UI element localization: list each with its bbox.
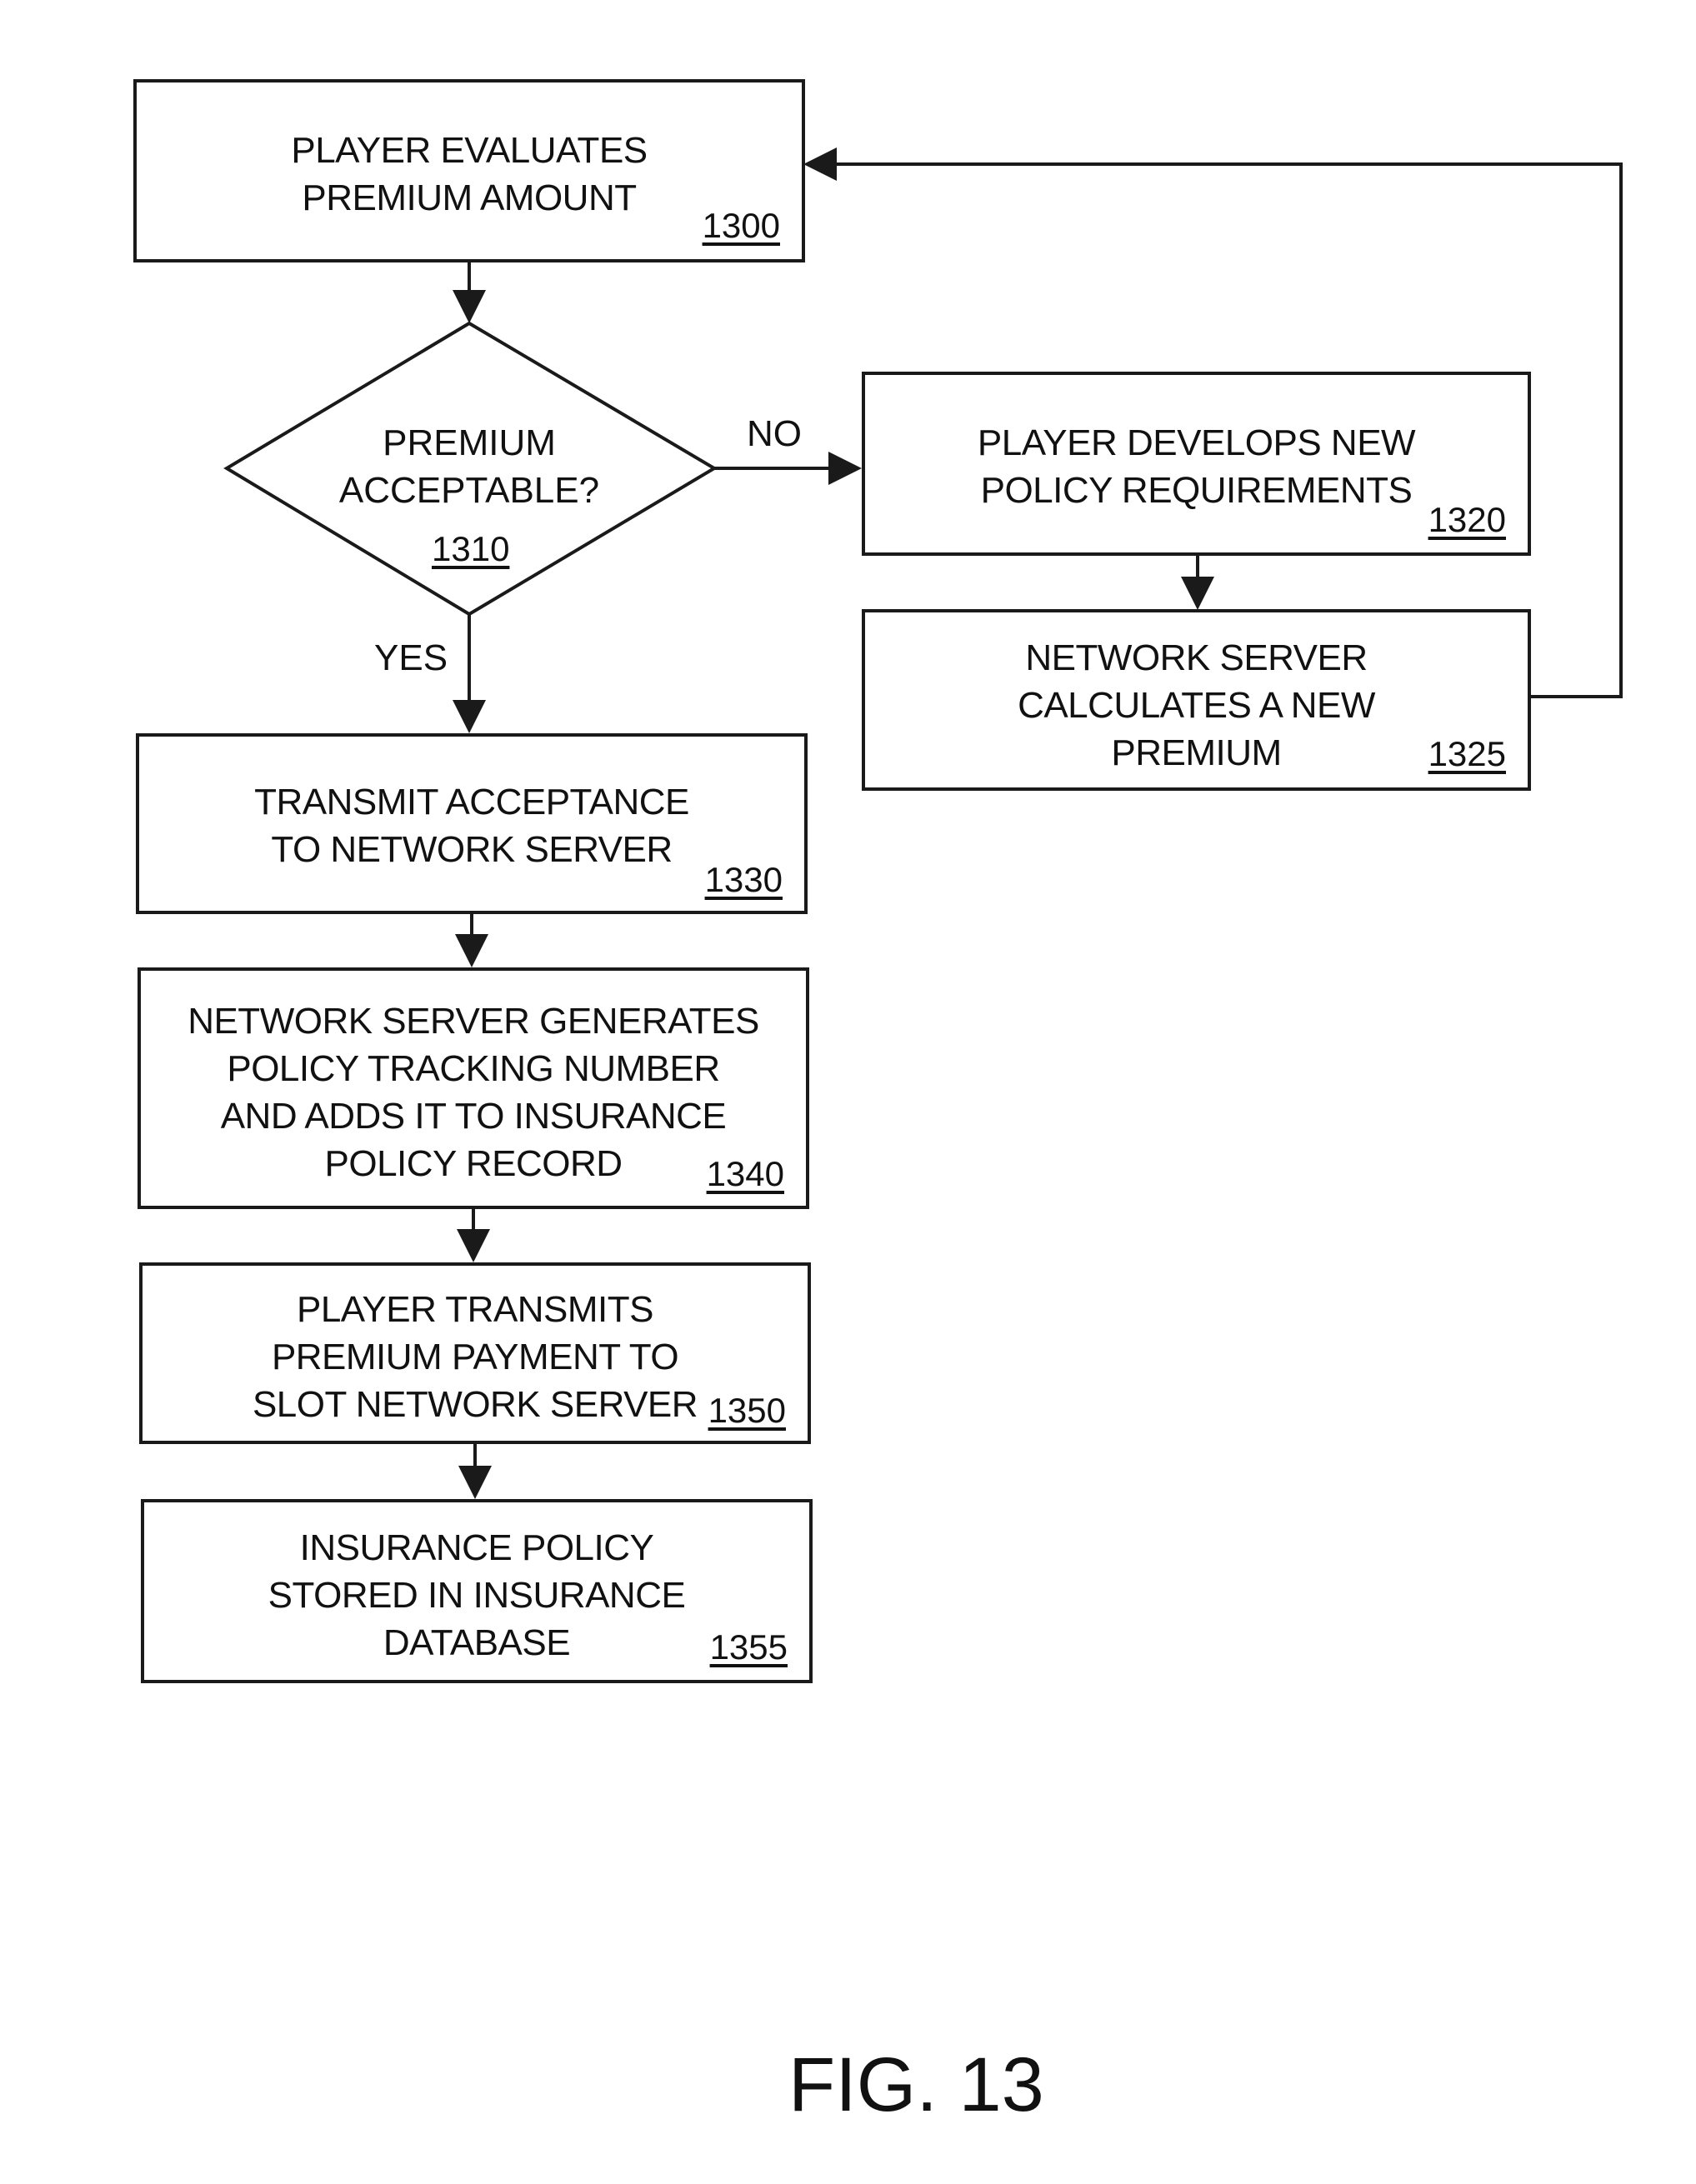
box-1355-line-1: INSURANCE POLICY <box>144 1524 809 1572</box>
process-box-1340: NETWORK SERVER GENERATES POLICY TRACKING… <box>138 967 809 1209</box>
ref-number-1350: 1350 <box>708 1391 786 1431</box>
edge-label-no: NO <box>747 413 802 455</box>
box-1300-line-1: PLAYER EVALUATES <box>137 127 802 174</box>
ref-number-1325: 1325 <box>1428 734 1506 774</box>
process-box-1355: INSURANCE POLICY STORED IN INSURANCE DAT… <box>141 1499 813 1683</box>
ref-number-1330: 1330 <box>705 860 783 900</box>
decision-1310-line-2: ACCEPTABLE? <box>310 467 628 514</box>
process-box-1350: PLAYER TRANSMITS PREMIUM PAYMENT TO SLOT… <box>139 1262 811 1444</box>
figure-label: FIG. 13 <box>788 2042 1044 2129</box>
ref-number-1320: 1320 <box>1428 500 1506 540</box>
box-1350-line-1: PLAYER TRANSMITS <box>143 1286 808 1333</box>
process-box-1325: NETWORK SERVER CALCULATES A NEW PREMIUM … <box>862 609 1531 791</box>
ref-number-1355: 1355 <box>710 1627 788 1667</box>
box-1320-line-1: PLAYER DEVELOPS NEW <box>865 419 1528 467</box>
process-box-1300: PLAYER EVALUATES PREMIUM AMOUNT 1300 <box>133 79 805 262</box>
ref-number-1310: 1310 <box>432 529 509 569</box>
box-1340-line-3: AND ADDS IT TO INSURANCE <box>141 1092 806 1140</box>
process-box-1320: PLAYER DEVELOPS NEW POLICY REQUIREMENTS … <box>862 372 1531 556</box>
ref-number-1300: 1300 <box>703 206 780 246</box>
box-1350-line-2: PREMIUM PAYMENT TO <box>143 1333 808 1381</box>
ref-number-1340: 1340 <box>707 1154 784 1194</box>
box-1355-line-2: STORED IN INSURANCE <box>144 1572 809 1619</box>
box-1325-line-2: CALCULATES A NEW <box>865 682 1528 729</box>
process-box-1330: TRANSMIT ACCEPTANCE TO NETWORK SERVER 13… <box>136 733 808 914</box>
box-1340-line-2: POLICY TRACKING NUMBER <box>141 1045 806 1092</box>
box-1340-line-1: NETWORK SERVER GENERATES <box>141 997 806 1045</box>
box-1325-line-1: NETWORK SERVER <box>865 634 1528 682</box>
decision-1310-line-1: PREMIUM <box>310 419 628 467</box>
edge-label-yes: YES <box>374 637 448 679</box>
decision-1310-text: PREMIUM ACCEPTABLE? <box>310 419 628 514</box>
box-1330-line-1: TRANSMIT ACCEPTANCE <box>139 778 804 826</box>
